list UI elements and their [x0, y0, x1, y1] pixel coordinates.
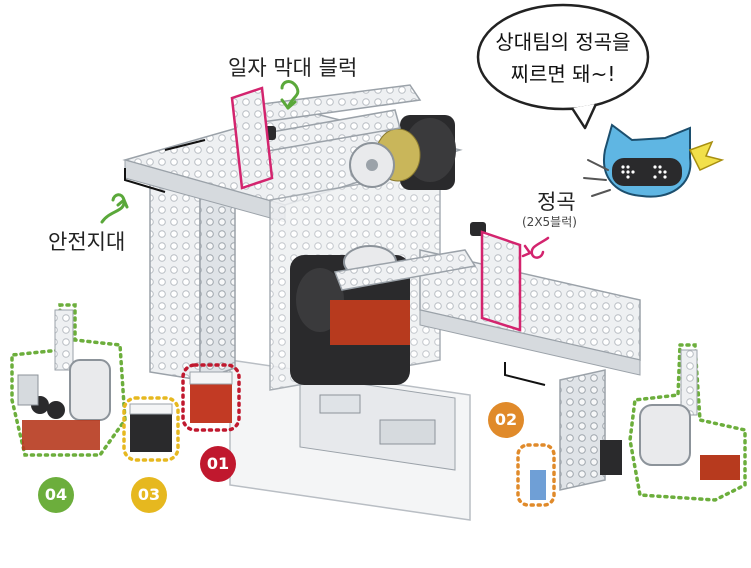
target-arrow — [521, 236, 550, 259]
speech-bubble — [476, 3, 650, 130]
unit-03 — [122, 396, 180, 462]
bottom-servo — [290, 245, 410, 385]
speech-line-2: 찌르면 돼~! — [510, 62, 616, 86]
speech-line-1: 상대팀의 정곡을 — [495, 30, 631, 54]
unit-right — [600, 343, 747, 502]
left-frame — [149, 177, 236, 382]
bar-block-label: 일자 막대 블럭 — [228, 56, 358, 80]
safe-zone-label: 안전지대 — [48, 230, 126, 254]
top-arm — [253, 84, 422, 153]
bar-block-highlight — [230, 86, 274, 190]
unit-02 — [516, 443, 556, 507]
badge-03: 03 — [131, 477, 167, 513]
base-board — [229, 359, 471, 521]
target-label: 정곡 — [537, 190, 576, 214]
badge-01: 01 — [200, 446, 236, 482]
speech-bubble-text: 상대팀의 정곡을 찌르면 돼~! — [478, 26, 648, 90]
target-block-highlight — [480, 230, 522, 332]
badge-04: 04 — [38, 477, 74, 513]
target-sub-label: (2X5블럭) — [522, 215, 577, 229]
bar-block-arrow — [280, 80, 300, 110]
safe-zone-arrow — [100, 193, 129, 224]
unit-01 — [181, 363, 241, 432]
unit-04 — [10, 303, 127, 457]
top-servo — [349, 115, 456, 190]
mascot — [583, 123, 725, 198]
badge-02: 02 — [488, 402, 524, 438]
